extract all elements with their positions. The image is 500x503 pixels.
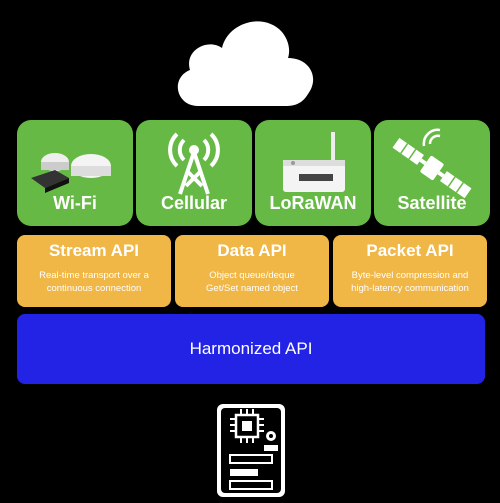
api-desc-line: continuous connection [46, 283, 142, 294]
tile-cellular: Cellular [136, 120, 252, 226]
tile-label: Cellular [160, 193, 228, 213]
lorawan-gateway-icon [283, 132, 345, 192]
tile-label: Wi-Fi [53, 193, 97, 213]
api-description: Byte-level compression and high-latency … [333, 269, 487, 295]
wifi-router-icon [31, 153, 111, 193]
packet-api-box: Packet API Byte-level compression and hi… [333, 235, 487, 307]
api-desc-line: Real-time transport over a [39, 270, 149, 281]
tile-label: LoRaWAN [269, 193, 357, 213]
api-title: Data API [217, 241, 287, 260]
data-api-box: Data API Object queue/deque Get/Set name… [175, 235, 329, 307]
tile-satellite: Satellite [374, 120, 490, 226]
api-title: Packet API [366, 241, 454, 260]
satellite-icon [392, 128, 472, 198]
api-description: Object queue/deque Get/Set named object [175, 269, 329, 295]
tile-label: Satellite [397, 193, 467, 213]
api-title: Stream API [48, 241, 140, 260]
stream-api-box: Stream API Real-time transport over a co… [17, 235, 171, 307]
cloud-icon [177, 21, 314, 106]
api-desc-line: high-latency communication [351, 283, 469, 294]
api-desc-line: Byte-level compression and [351, 270, 469, 281]
api-description: Real-time transport over a continuous co… [17, 269, 171, 295]
tile-wifi: Wi-Fi [17, 120, 133, 226]
device-board-icon [217, 404, 285, 497]
api-desc-line: Get/Set named object [206, 283, 298, 294]
api-desc-line: Object queue/deque [209, 270, 295, 281]
harmonized-api-box: Harmonized API [17, 314, 485, 384]
tile-lorawan: LoRaWAN [255, 120, 371, 226]
cell-tower-icon [168, 132, 220, 195]
